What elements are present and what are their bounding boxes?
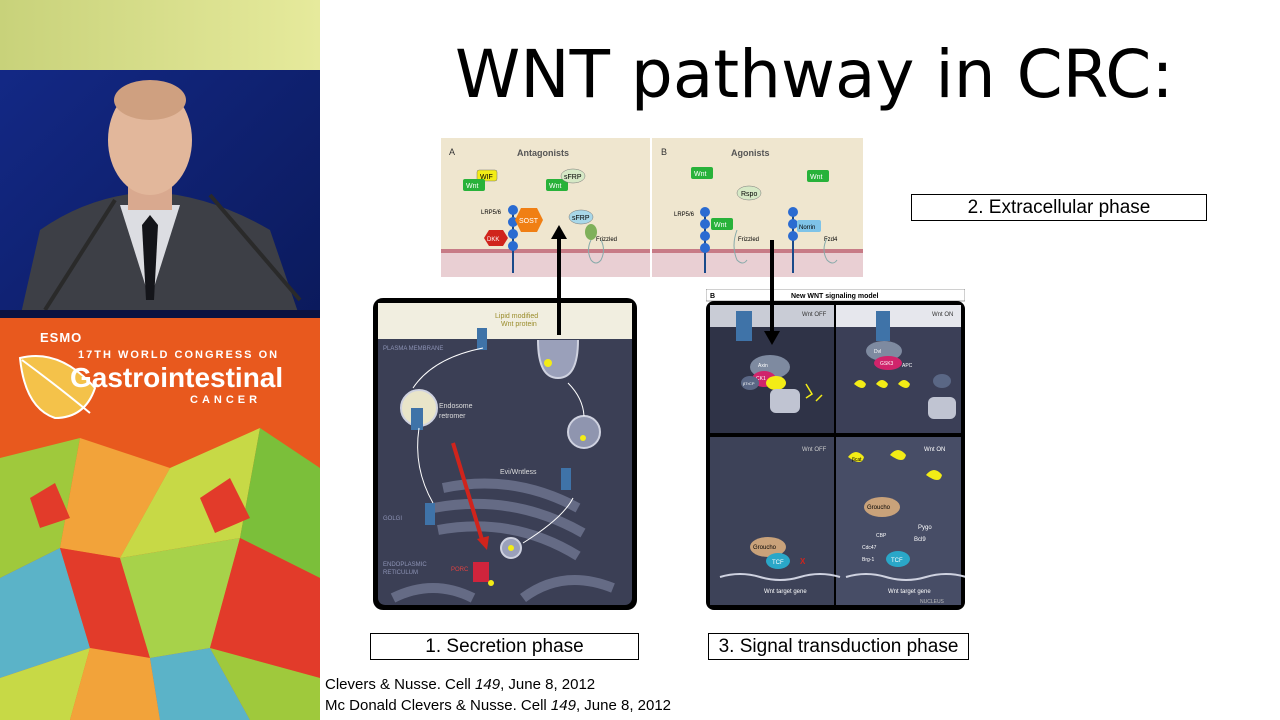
rspo-label: Rspo — [741, 191, 757, 198]
wnt-label: Wnt — [694, 171, 707, 178]
golgi-label: GOLGI — [383, 516, 402, 522]
citation-volume: 149 — [475, 676, 501, 693]
signaling-title: New WNT signaling model — [791, 293, 879, 300]
microphone-left-icon — [43, 198, 117, 312]
groucho-label: Groucho — [753, 545, 777, 551]
wnt-off-label: Wnt OFF — [802, 312, 827, 318]
citation-volume: 149 — [550, 697, 576, 714]
wnt-label: Wnt — [549, 183, 562, 190]
citation-text: Clevers & Nusse. Cell — [325, 676, 476, 693]
wnt-target-gene-label: Wnt target gene — [764, 589, 807, 595]
esmo-logo: ESMO — [40, 330, 83, 345]
conference-name: Gastrointestinal — [70, 362, 284, 393]
conference-edition: 17TH WORLD CONGRESS ON — [78, 349, 280, 361]
signal-transduction-phase-label: 3. Signal transduction phase — [708, 633, 969, 660]
cdc47-label: Cdc47 — [862, 545, 877, 551]
citation-1: Clevers & Nusse. Cell 149, June 8, 2012 — [325, 676, 595, 693]
bcat-label: βcat — [852, 457, 862, 463]
microphone-right-icon — [208, 193, 302, 302]
sfrp-label: sFRP — [564, 174, 582, 181]
plasma-membrane-label: PLASMA MEMBRANE — [383, 346, 443, 352]
axin-label: Axin — [758, 363, 768, 369]
panel-b-letter: B — [661, 147, 667, 157]
endosome-label: Endosome — [439, 403, 473, 410]
panel-a-title: Antagonists — [517, 148, 569, 158]
cbp-label: CBP — [876, 533, 887, 539]
banner-geometric-pattern — [0, 318, 320, 720]
er-label: RETICULUM — [383, 570, 418, 576]
tcf-label: TCF — [891, 558, 903, 564]
bcl9-label: Bcl9 — [914, 537, 926, 543]
speaker-video-panel: ESMO 17TH WORLD CONGRESS ON Gastrointest… — [0, 0, 320, 720]
wnt-target-gene-label: Wnt target gene — [888, 589, 931, 595]
wnt-on-label: Wnt ON — [924, 447, 945, 453]
lrp-label: LRP5/6 — [674, 212, 695, 218]
sfrp-label: sFRP — [572, 215, 590, 222]
signaling-letter: B — [710, 293, 715, 300]
speaker-tie — [142, 215, 158, 300]
dkk-label: DKK — [487, 237, 499, 243]
citation-text: Mc Donald Clevers & Nusse. Cell — [325, 697, 551, 714]
retromer-label: retromer — [439, 413, 466, 420]
extracellular-phase-label: 2. Extracellular phase — [911, 194, 1207, 221]
er-label: ENDOPLASMIC — [383, 562, 427, 568]
panel-b-title: Agonists — [731, 148, 770, 158]
btrcp-label: βTrCP — [743, 381, 755, 386]
tcf-label: TCF — [772, 560, 784, 566]
dvl-label: Dvl — [874, 349, 881, 355]
wnt-label: Wnt — [810, 174, 823, 181]
pygo-label: Pygo — [918, 525, 932, 531]
apc-label: APC — [902, 363, 913, 369]
secretion-figure: Lipid modified Wnt protein PLASMA MEMBRA… — [373, 298, 637, 610]
norrin-label: Norrin — [799, 225, 815, 231]
conference-subtitle: CANCER — [190, 394, 262, 406]
wnt-protein-label: Wnt protein — [501, 321, 537, 328]
extracellular-figure: A Antagonists WIF Wnt Wnt sFRP LRP5/6 SO… — [441, 138, 863, 277]
brg1-label: Brg-1 — [862, 557, 874, 563]
porc-label: PORC — [451, 567, 469, 573]
frizzled-label: Frizzled — [596, 237, 617, 243]
porc-red-arrow — [451, 442, 485, 544]
conference-banner — [0, 318, 320, 720]
sost-label: SOST — [519, 218, 539, 225]
lipid-label: Lipid modified — [495, 313, 538, 320]
lrp-label: LRP5/6 — [481, 210, 502, 216]
ck1-label: CK1 — [756, 376, 766, 382]
blocked-x-icon: X — [800, 557, 806, 566]
evi-wntless-label: Evi/Wntless — [500, 469, 537, 476]
wnt-on-label: Wnt ON — [932, 312, 953, 318]
secretion-phase-label: 1. Secretion phase — [370, 633, 639, 660]
wnt-label: Wnt — [714, 222, 727, 229]
citation-date: , June 8, 2012 — [500, 676, 596, 693]
slide-title: WNT pathway in CRC: — [455, 36, 1174, 113]
speaker-video-frame — [0, 0, 320, 318]
citation-date: , June 8, 2012 — [575, 697, 672, 714]
gsk3-label: GSK3 — [880, 361, 894, 367]
wnt-off-label: Wnt OFF — [802, 447, 827, 453]
citation-2: Mc Donald Clevers & Nusse. Cell 149, Jun… — [325, 697, 671, 714]
phase-arrows — [551, 225, 780, 345]
groucho-label: Groucho — [867, 505, 891, 511]
wif-label: WIF — [480, 174, 493, 181]
panel-a-letter: A — [449, 147, 455, 157]
wnt-label: Wnt — [466, 183, 479, 190]
signaling-figure: B New WNT signaling model Wnt OFF Wnt ON… — [706, 289, 965, 610]
nucleus-label: NUCLEUS — [920, 599, 945, 605]
fzd4-label: Fzd4 — [824, 237, 838, 243]
frizzled-label: Frizzled — [738, 237, 759, 243]
